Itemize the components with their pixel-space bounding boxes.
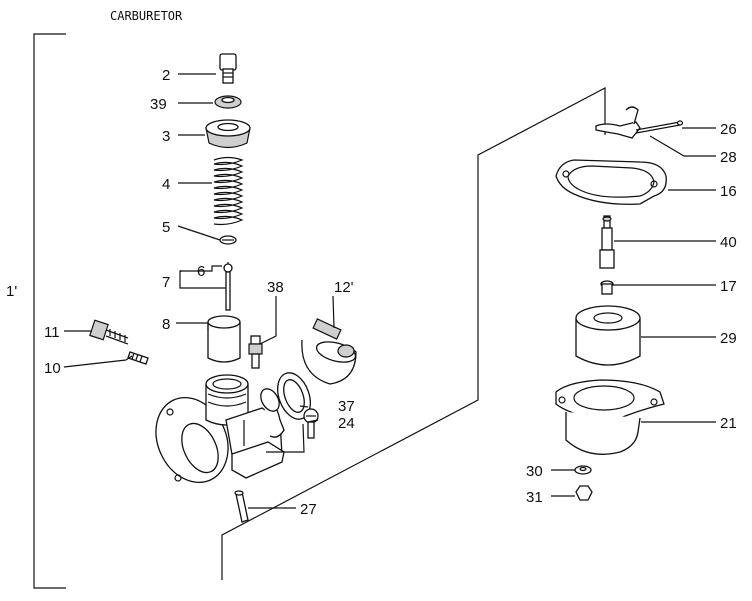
part-31-drain-plug: [575, 485, 593, 501]
label-8: 8: [162, 316, 170, 333]
label-29: 29: [720, 330, 737, 347]
part-10-pilot-screw: [127, 351, 149, 365]
label-2: 2: [162, 67, 170, 84]
part-8-throttle-slide: [207, 315, 241, 363]
part-40-needle-valve: [599, 215, 615, 269]
label-17: 17: [720, 278, 737, 295]
label-28: 28: [720, 149, 737, 166]
label-24: 24: [338, 415, 355, 432]
part-26-28-float-arm: [595, 106, 684, 139]
part-6-7-needle: [223, 262, 233, 311]
part-24-screw: [303, 408, 319, 439]
label-7: 7: [162, 274, 170, 291]
part-3-top-cap: [205, 119, 251, 149]
label-10: 10: [44, 360, 61, 377]
assembly-bracket: [33, 33, 66, 589]
label-31: 31: [526, 489, 543, 506]
part-29-filter: [575, 305, 641, 366]
label-38: 38: [267, 279, 284, 296]
label-1-prime: 1': [6, 283, 17, 300]
part-12-clamp: [301, 318, 357, 385]
label-27: 27: [300, 501, 317, 518]
label-37: 37: [338, 398, 355, 415]
label-21: 21: [720, 415, 737, 432]
part-30-washer: [574, 465, 592, 475]
part-11-bolt: [89, 319, 129, 345]
label-16: 16: [720, 183, 737, 200]
part-21-float-bowl: [555, 379, 665, 455]
part-38-jet: [248, 335, 263, 369]
part-4-spring: [213, 156, 244, 226]
leader-lines: [63, 73, 716, 509]
part-37-gasket: [277, 372, 311, 420]
label-11: 11: [44, 324, 60, 341]
label-3: 3: [162, 128, 170, 145]
part-39-washer: [214, 95, 242, 109]
carburetor-body: [155, 374, 285, 484]
label-40: 40: [720, 234, 737, 251]
part-5-clip: [219, 235, 237, 245]
label-5: 5: [162, 219, 170, 236]
label-12-prime: 12': [334, 279, 354, 296]
part-16-gasket: [555, 159, 667, 205]
part-27-drain-tube: [234, 490, 249, 523]
part-17-jet: [600, 280, 614, 295]
diagram-title: CARBURETOR: [110, 9, 183, 23]
label-30: 30: [526, 463, 543, 480]
label-39: 39: [150, 96, 167, 113]
label-6: 6: [197, 263, 205, 280]
label-26: 26: [720, 121, 737, 138]
label-4: 4: [162, 176, 170, 193]
divider-line: [221, 87, 606, 580]
part-2-cap-screw: [219, 53, 237, 84]
